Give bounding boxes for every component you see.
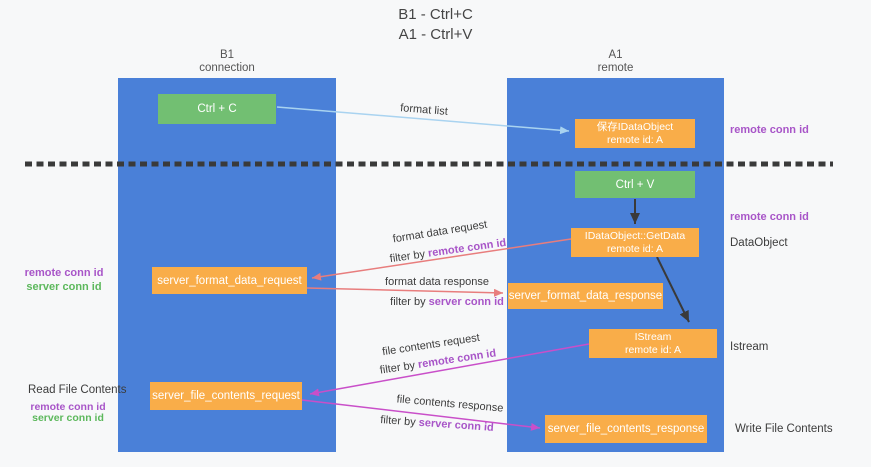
lane-a1-title: A1 xyxy=(608,49,623,61)
filter-key-server-conn-id: server conn id xyxy=(428,296,504,308)
remote-conn-id-label-mid: remote conn id xyxy=(730,211,809,223)
remote-conn-id-label-top: remote conn id xyxy=(730,124,809,136)
left-conn-id-group-format: remote conn id server conn id xyxy=(18,266,110,294)
left-conn-id-group-file: remote conn id server conn id xyxy=(22,402,114,424)
format-list-arrow-label: format list xyxy=(399,102,449,118)
server-format-data-response-label: server_format_data_response xyxy=(508,290,663,302)
format-data-response-arrow-label: format data response xyxy=(385,276,489,288)
read-file-contents-label: Read File Contents xyxy=(28,384,127,396)
filter-key-remote-conn-id: remote conn id xyxy=(427,236,507,260)
save-dataobject-box: 保存IDataObject remote id: A xyxy=(575,119,695,148)
server-file-contents-response-box: server_file_contents_response xyxy=(545,415,707,443)
lane-header-b1: B1 connection xyxy=(118,49,336,75)
dataobject-side-label: DataObject xyxy=(730,237,788,249)
lane-b1-title: B1 xyxy=(219,49,235,61)
filter-by-prefix: filter by xyxy=(389,247,429,266)
remote-conn-id-label-left1: remote conn id xyxy=(24,267,104,279)
getdata-line2: remote id: A xyxy=(606,242,664,255)
lane-header-a1: A1 remote xyxy=(507,49,724,75)
file-contents-response-filter-label: filter by server conn id xyxy=(380,414,494,434)
server-format-data-response-box: server_format_data_response xyxy=(508,283,663,309)
server-file-contents-request-label: server_file_contents_request xyxy=(152,390,300,402)
istream-side-label: Istream xyxy=(730,341,769,353)
getdata-box: IDataObject::GetData remote id: A xyxy=(571,228,699,257)
server-conn-id-label-left2: server conn id xyxy=(32,412,104,424)
write-file-contents-label: Write File Contents xyxy=(735,423,833,435)
title-line-1: B1 - Ctrl+C xyxy=(398,6,473,23)
diagram-title: B1 - Ctrl+C A1 - Ctrl+V xyxy=(0,5,871,45)
save-dataobject-line1: 保存IDataObject xyxy=(596,120,674,133)
save-dataobject-line2: remote id: A xyxy=(606,133,664,146)
ctrl-v-label: Ctrl + V xyxy=(615,178,655,191)
remote-conn-id-label-left2: remote conn id xyxy=(30,401,106,413)
format-data-response-arrow xyxy=(306,287,504,297)
getdata-line1: IDataObject::GetData xyxy=(584,229,686,242)
lane-b1-subtitle: connection xyxy=(199,62,255,74)
server-format-data-request-box: server_format_data_request xyxy=(152,267,307,294)
format-data-response-filter-label: filter by server conn id xyxy=(390,296,504,308)
server-format-data-request-label: server_format_data_request xyxy=(157,274,302,287)
server-file-contents-request-box: server_file_contents_request xyxy=(150,382,302,410)
filter-key-server-conn-id: server conn id xyxy=(418,416,495,434)
istream-line1: IStream xyxy=(634,330,672,343)
server-conn-id-label-left1: server conn id xyxy=(26,281,102,293)
file-contents-response-arrow-label: file contents response xyxy=(396,393,504,415)
server-file-contents-response-label: server_file_contents_response xyxy=(547,423,705,435)
lane-a1-subtitle: remote xyxy=(597,62,634,74)
title-line-2: A1 - Ctrl+V xyxy=(398,26,473,43)
ctrl-c-label: Ctrl + C xyxy=(197,103,237,115)
ctrl-v-box: Ctrl + V xyxy=(575,171,695,198)
istream-box: IStream remote id: A xyxy=(589,329,717,358)
ctrl-c-box: Ctrl + C xyxy=(158,94,276,124)
filter-by-prefix: filter by xyxy=(379,414,420,429)
istream-line2: remote id: A xyxy=(624,343,682,356)
filter-by-prefix: filter by xyxy=(379,359,419,377)
filter-by-prefix: filter by xyxy=(390,296,429,308)
